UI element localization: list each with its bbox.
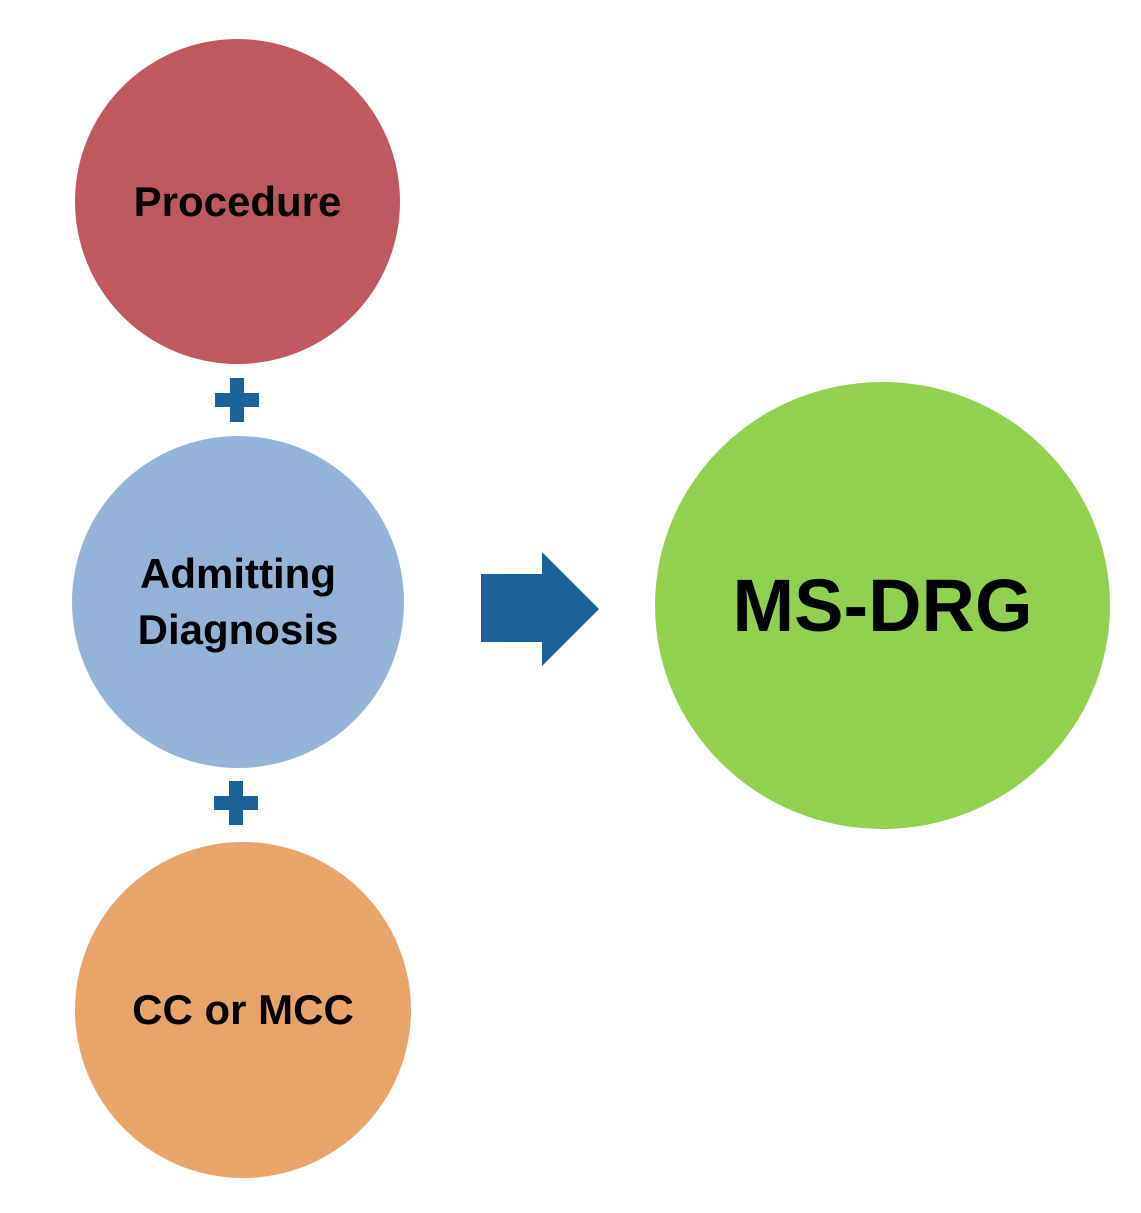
procedure-label: Procedure [133, 177, 342, 225]
plus-icon [215, 378, 259, 422]
cc-or-mcc-node: CC or MCC [75, 842, 411, 1178]
ms-drg-node: MS-DRG [655, 382, 1110, 829]
cc-or-mcc-label: CC or MCC [132, 986, 354, 1033]
ms-drg-label: MS-DRG [732, 564, 1033, 647]
procedure-node: Procedure [75, 39, 400, 364]
right-arrow-icon [481, 552, 599, 666]
plus-icon [214, 781, 258, 825]
admitting-diagnosis-node: Admitting Diagnosis [72, 436, 404, 768]
admitting-diagnosis-label: Admitting Diagnosis [137, 550, 339, 653]
